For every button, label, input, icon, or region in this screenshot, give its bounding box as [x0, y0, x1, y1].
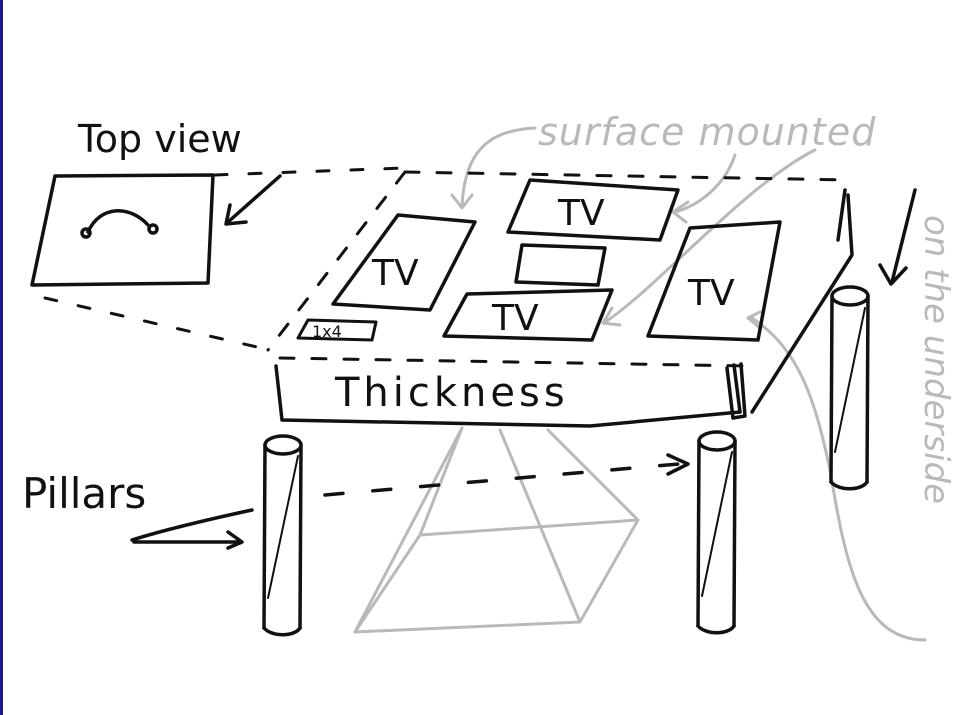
tv-panel-right-label: TV	[687, 273, 735, 314]
tv-panel-top-label: TV	[557, 193, 605, 234]
pillar-front-right	[698, 432, 735, 633]
surface-mounted-arrows	[452, 128, 815, 325]
pillar-back-right	[831, 287, 868, 489]
tv-panel-bottom-label: TV	[491, 298, 539, 339]
underside-support-frame	[355, 428, 638, 632]
tv-panel-left-label: TV	[371, 253, 419, 294]
pillar-front-left	[264, 436, 301, 635]
down-arrow	[880, 190, 915, 284]
pillars-arrow	[132, 510, 252, 548]
surface-mounted-label: surface mounted	[538, 110, 876, 154]
top-view-arrow	[226, 176, 280, 224]
underside-arrow	[748, 312, 925, 640]
top-view-sketch	[32, 175, 213, 285]
on-the-underside-label: on the underside	[916, 215, 956, 504]
board-1x4-label: 1x4	[312, 322, 342, 341]
top-view-label: Top view	[77, 117, 242, 161]
pillars-label: Pillars	[22, 469, 146, 518]
center-panel	[516, 245, 605, 285]
pillar-dashed-arrow	[325, 455, 690, 495]
thickness-label: Thickness	[334, 370, 569, 416]
